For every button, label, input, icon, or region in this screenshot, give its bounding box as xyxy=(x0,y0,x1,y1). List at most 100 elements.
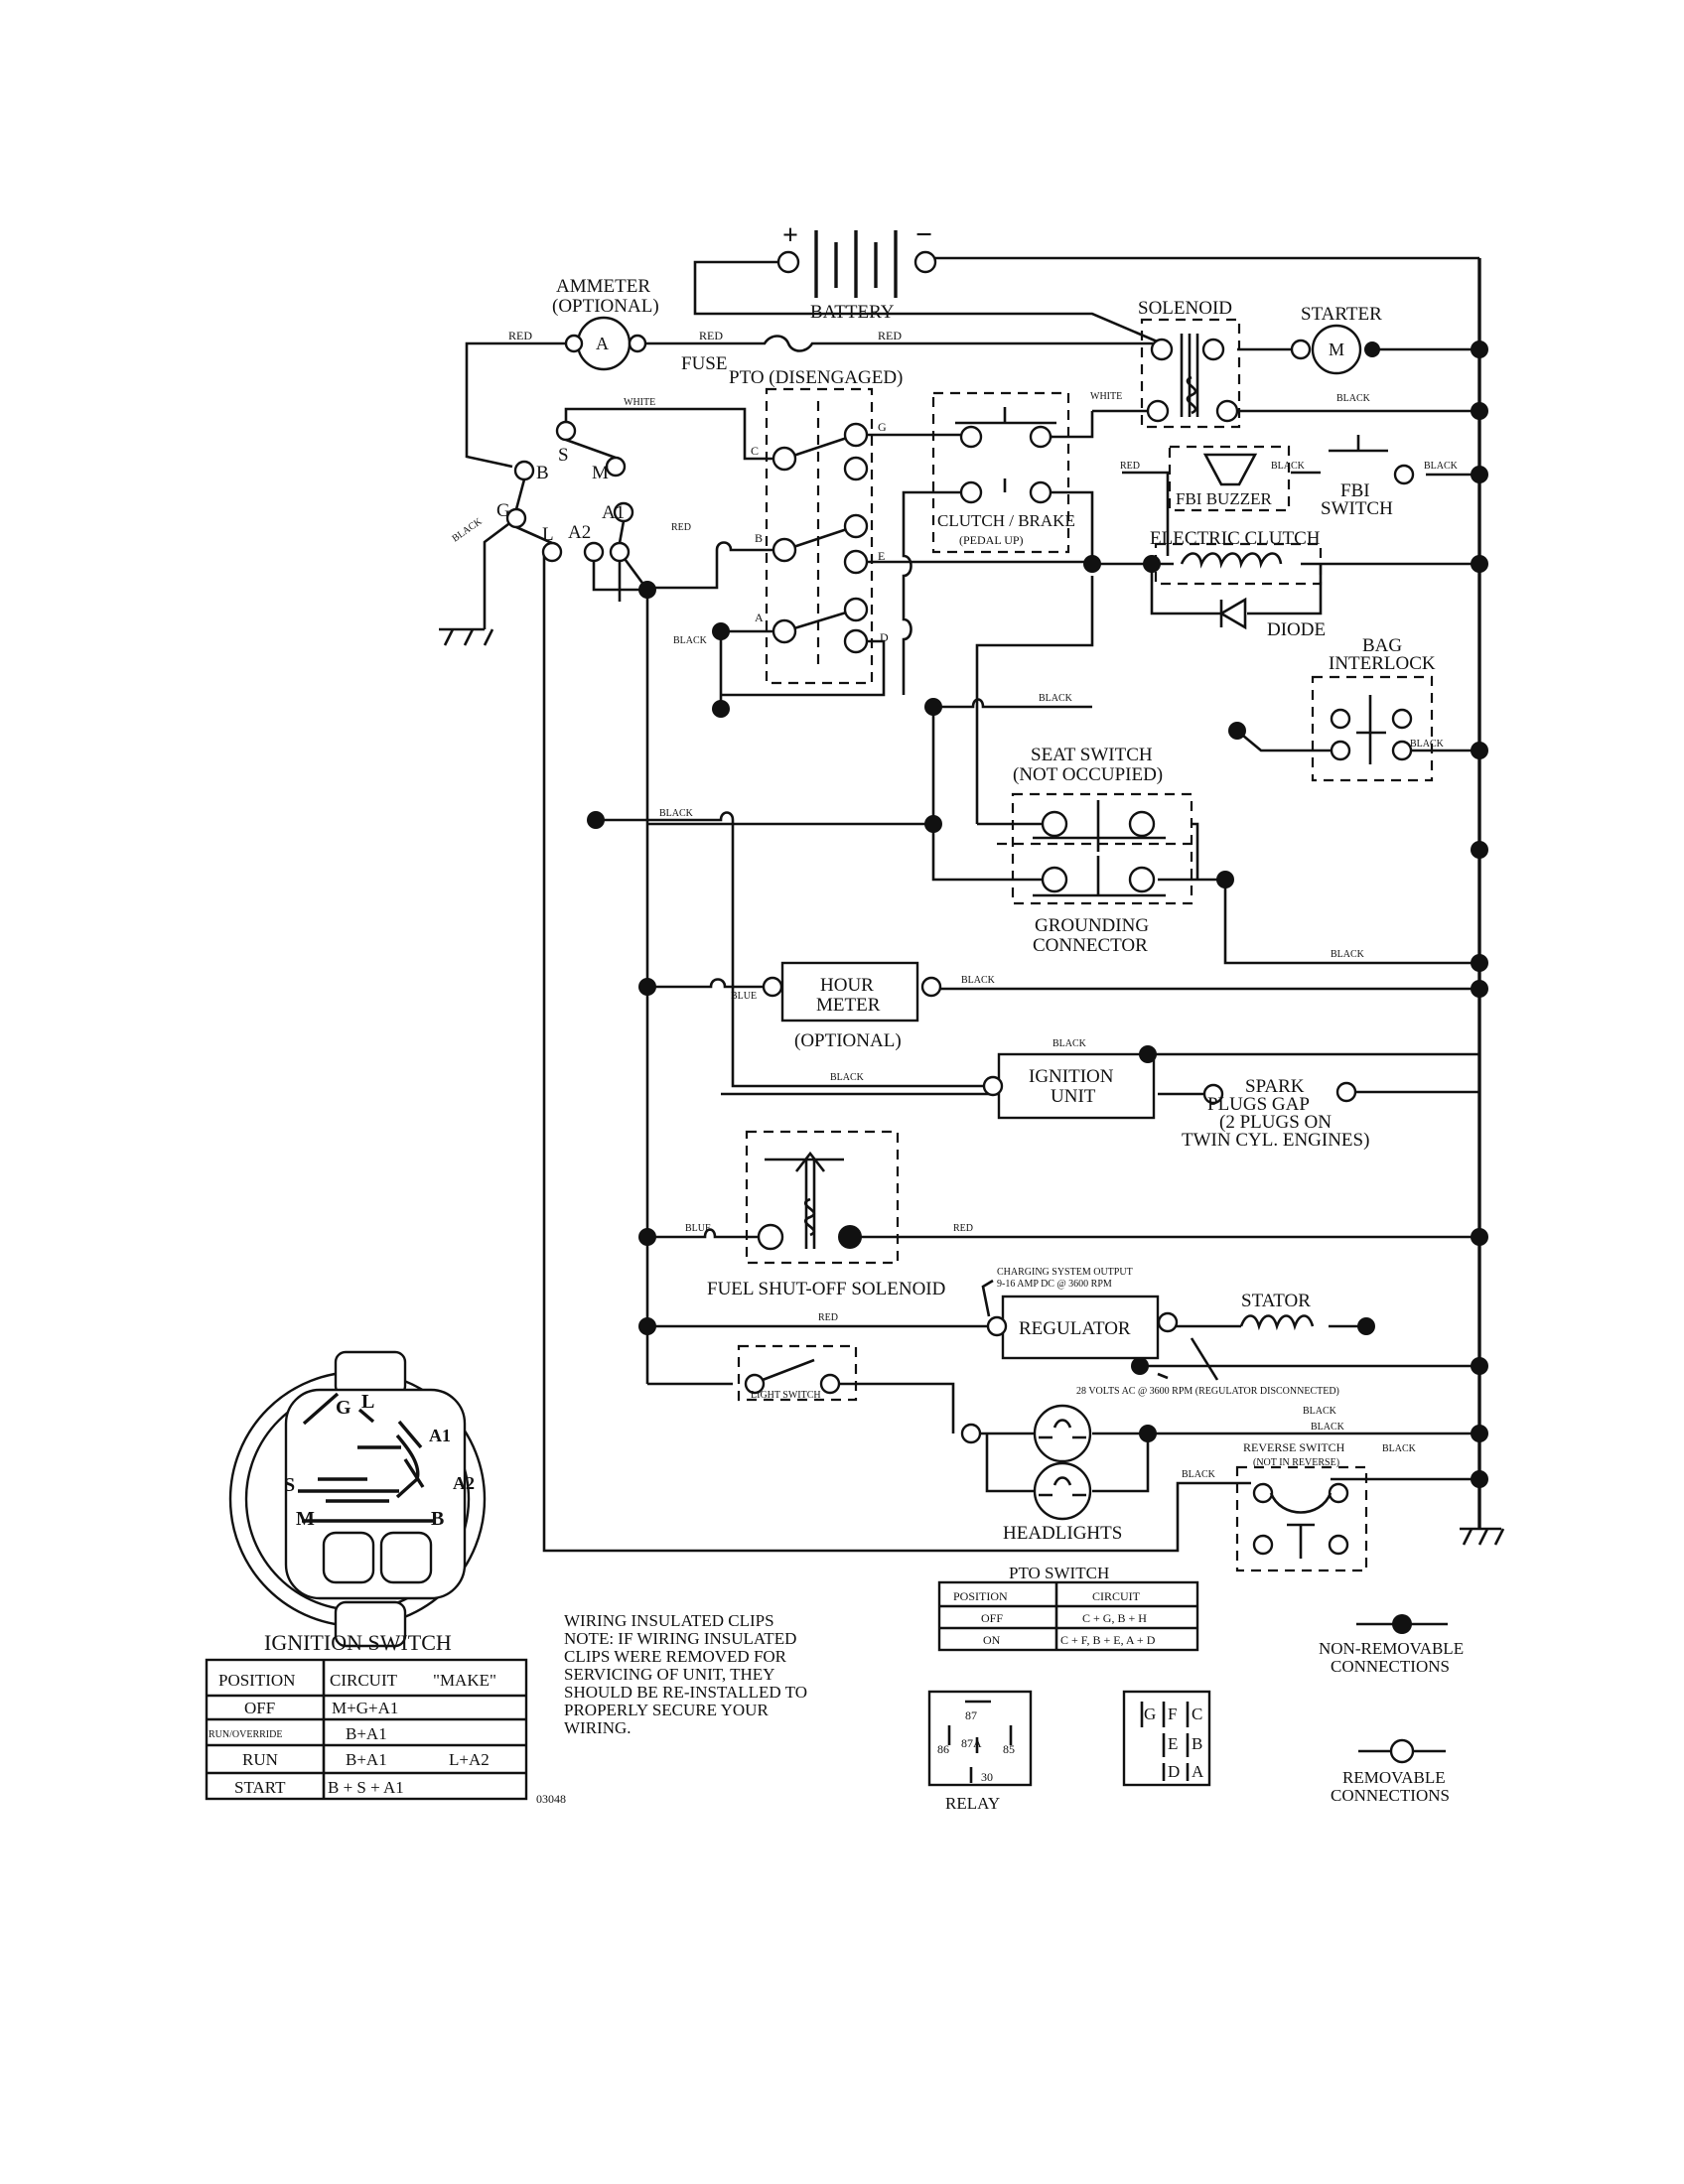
note-line-4: SERVICING OF UNIT, THEY xyxy=(564,1665,774,1684)
battery-minus-label: − xyxy=(915,218,932,251)
pto-terminal-b: B xyxy=(755,531,763,545)
wire-black-2: BLACK xyxy=(450,516,485,545)
light-switch: LIGHT SWITCH xyxy=(737,1344,858,1402)
bag-interlock-label-2: INTERLOCK xyxy=(1329,653,1436,674)
ignition-face-pin-b: B xyxy=(431,1508,444,1530)
wire-red-3: RED xyxy=(878,329,902,342)
pto-table-row-off-position: OFF xyxy=(981,1611,1003,1625)
ammeter-label: AMMETER xyxy=(556,276,650,297)
wire-black-9: BLACK xyxy=(1331,949,1365,960)
ignition-table-row-off-circuit: M+G+A1 xyxy=(332,1699,398,1717)
grounding-connector-label-1: GROUNDING xyxy=(1035,915,1149,936)
wire-black-12: BLACK xyxy=(1311,1422,1345,1433)
ignition-unit: IGNITION UNIT SPARK PLUGS GAP (2 PLUGS O… xyxy=(830,1052,1369,1151)
starter: M STARTER xyxy=(1290,304,1382,375)
relay-label: RELAY xyxy=(945,1794,1000,1813)
fuel-shutoff-solenoid: FUEL SHUT-OFF SOLENOID BLUE RED xyxy=(685,1130,973,1299)
ignition-face-pin-a1: A1 xyxy=(429,1426,451,1445)
hour-meter: HOUR METER (OPTIONAL) BLUE BLACK xyxy=(731,961,996,1051)
pto-connector: G F C E B D A xyxy=(1122,1690,1211,1787)
terminal-m: M xyxy=(592,463,609,483)
ignition-table-row-run-extra: L+A2 xyxy=(449,1750,490,1769)
wire-blue-2: BLUE xyxy=(685,1223,711,1234)
note-line-7: WIRING. xyxy=(564,1718,632,1737)
wire-blue-1: BLUE xyxy=(731,991,757,1002)
headlights: HEADLIGHTS BLACK xyxy=(960,1404,1345,1544)
ignition-unit-label-2: UNIT xyxy=(1051,1086,1096,1107)
ignition-face-pin-g: G xyxy=(336,1397,351,1419)
pto-switch-table-title: PTO SWITCH xyxy=(1009,1564,1109,1582)
solenoid-label: SOLENOID xyxy=(1138,298,1232,319)
electric-clutch-label: ELECTRIC CLUTCH xyxy=(1150,528,1321,549)
ignition-switch-terminals: S B M G A1 L A2 BLACK xyxy=(450,420,634,563)
pedal-up-label: (PEDAL UP) xyxy=(959,533,1024,547)
ignition-table-header-position: POSITION xyxy=(218,1671,295,1690)
light-switch-label: LIGHT SWITCH xyxy=(751,1390,821,1401)
ammeter-symbol: A xyxy=(596,334,609,353)
wire-red-4: RED xyxy=(671,522,691,533)
ignition-face-pin-l: L xyxy=(361,1391,374,1413)
pto-connector-pin-e: E xyxy=(1168,1734,1178,1753)
ac-volts-label: 28 VOLTS AC @ 3600 RPM (REGULATOR DISCON… xyxy=(1076,1386,1339,1397)
note-line-3: CLIPS WERE REMOVED FOR xyxy=(564,1647,787,1666)
ignition-face-pin-s: S xyxy=(284,1474,295,1496)
wire-red-5: RED xyxy=(1120,461,1140,472)
clutch-brake-switch: CLUTCH / BRAKE (PEDAL UP) xyxy=(931,391,1075,554)
pto-terminal-c: C xyxy=(751,444,759,458)
starter-symbol: M xyxy=(1329,340,1344,359)
ignition-table-row-start-position: START xyxy=(234,1778,286,1797)
fuel-shutoff-label: FUEL SHUT-OFF SOLENOID xyxy=(707,1279,945,1299)
junction-nodes xyxy=(587,341,1488,1488)
pto-connector-pin-d: D xyxy=(1168,1762,1180,1781)
wire-black-3: BLACK xyxy=(673,635,708,646)
relay-pin-85: 85 xyxy=(1003,1742,1015,1756)
diagram-code: 03048 xyxy=(536,1792,566,1806)
seat-switch-label: SEAT SWITCH xyxy=(1031,745,1153,765)
ignition-table-header-circuit: CIRCUIT xyxy=(330,1671,398,1690)
relay-pin-87: 87 xyxy=(965,1708,977,1722)
electric-clutch: ELECTRIC CLUTCH DIODE xyxy=(1150,528,1326,640)
wire-white-1: WHITE xyxy=(624,397,655,408)
wire-black-7: BLACK xyxy=(1039,693,1073,704)
note-line-2: NOTE: IF WIRING INSULATED xyxy=(564,1629,796,1648)
stator-label: STATOR xyxy=(1241,1291,1311,1311)
fbi-switch: FBI SWITCH BLACK xyxy=(1321,435,1459,519)
pto-table-header-position: POSITION xyxy=(953,1589,1008,1603)
terminal-a1: A1 xyxy=(602,502,625,523)
note-line-5: SHOULD BE RE-INSTALLED TO xyxy=(564,1683,807,1702)
pto-connector-pin-a: A xyxy=(1192,1762,1204,1781)
charging-output-label-1: CHARGING SYSTEM OUTPUT xyxy=(997,1267,1133,1278)
terminal-l: L xyxy=(542,524,554,545)
ignition-table-row-start-circuit: B + S + A1 xyxy=(328,1778,404,1797)
terminal-a2: A2 xyxy=(568,522,591,543)
ignition-switch-label: IGNITION SWITCH xyxy=(264,1630,452,1655)
legend: NON-REMOVABLE CONNECTIONS REMOVABLE CONN… xyxy=(1319,1614,1464,1805)
ignition-switch-face: G L A1 A2 S M B IGNITION SWITCH xyxy=(228,1350,487,1655)
ignition-table-header-make: "MAKE" xyxy=(433,1671,496,1690)
pto-table-row-off-circuit: C + G, B + H xyxy=(1082,1611,1147,1625)
terminal-g: G xyxy=(496,500,510,521)
pto-connector-pin-c: C xyxy=(1192,1705,1202,1723)
wire-white-2: WHITE xyxy=(1090,391,1122,402)
clutch-brake-label: CLUTCH / BRAKE xyxy=(937,511,1075,530)
wire-black-8: BLACK xyxy=(659,808,694,819)
diode-label: DIODE xyxy=(1267,619,1326,640)
wire-black-1: BLACK xyxy=(1336,393,1371,404)
spark-plug-label-1: SPARK xyxy=(1245,1076,1305,1097)
bag-interlock: BAG INTERLOCK BLACK xyxy=(1311,635,1445,782)
wire-black-15: BLACK xyxy=(1382,1443,1417,1454)
fuse-label: FUSE xyxy=(681,353,727,374)
ignition-table-row-override-position: RUN/OVERRIDE xyxy=(209,1729,282,1740)
note-line-1: WIRING INSULATED CLIPS xyxy=(564,1611,774,1630)
ignition-table-row-run-circuit: B+A1 xyxy=(346,1750,387,1769)
ammeter: A AMMETER (OPTIONAL) xyxy=(552,276,659,371)
relay-pin-86: 86 xyxy=(937,1742,949,1756)
wire-black-10: BLACK xyxy=(961,975,996,986)
fbi-buzzer-label: FBI BUZZER xyxy=(1176,489,1272,508)
fbi-buzzer: FBI BUZZER RED BLACK xyxy=(1120,445,1306,512)
battery: + − BATTERY xyxy=(776,218,937,323)
regulator: REGULATOR CHARGING SYSTEM OUTPUT 9-16 AM… xyxy=(818,1267,1339,1397)
starter-label: STARTER xyxy=(1301,304,1382,325)
pto-switch-table: PTO SWITCH POSITION CIRCUIT OFF C + G, B… xyxy=(937,1564,1199,1652)
spark-plug-label-2: PLUGS GAP xyxy=(1207,1094,1310,1115)
